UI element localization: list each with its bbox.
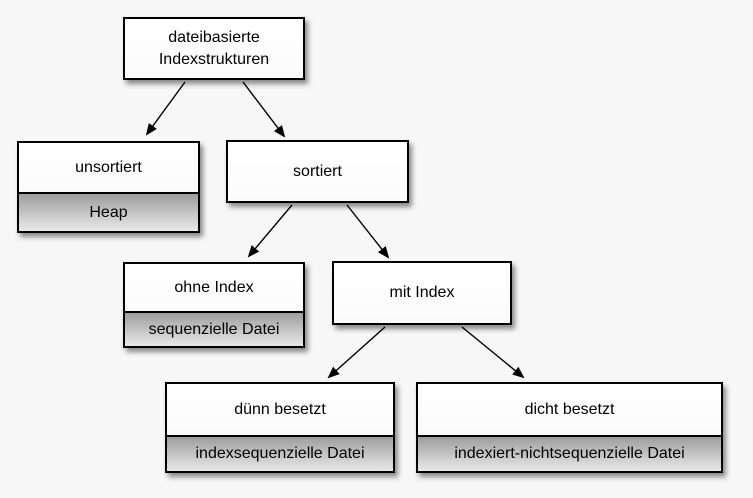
node-dicht-besetzt: dicht besetzt indexiert-nichtsequenziell… xyxy=(416,382,723,473)
node-label: sortiert xyxy=(228,142,407,201)
node-unsortiert: unsortiert Heap xyxy=(17,141,200,233)
node-sublabel: Heap xyxy=(19,192,198,231)
node-duenn-besetzt: dünn besetzt indexsequenzielle Datei xyxy=(165,382,395,473)
node-sublabel: indexiert-nichtsequenzielle Datei xyxy=(418,435,721,471)
node-sortiert: sortiert xyxy=(226,140,409,203)
edge-mit-index-dicht-besetzt xyxy=(461,326,525,379)
node-label: dicht besetzt xyxy=(418,384,721,435)
node-mit-index: mit Index xyxy=(332,261,512,325)
edge-mit-index-duenn-besetzt xyxy=(327,326,386,379)
node-dateibasierte-indexstrukturen: dateibasierte Indexstrukturen xyxy=(123,17,305,80)
node-label: mit Index xyxy=(334,263,510,323)
node-label: unsortiert xyxy=(19,143,198,192)
node-label: dateibasierte Indexstrukturen xyxy=(125,19,303,78)
node-sublabel: sequenzielle Datei xyxy=(125,311,303,346)
node-sublabel: indexsequenzielle Datei xyxy=(167,435,393,471)
edge-root-sortiert xyxy=(242,81,286,138)
node-label: ohne Index xyxy=(125,264,303,311)
edge-sortiert-mit-index xyxy=(346,204,390,259)
edge-sortiert-ohne-index xyxy=(247,204,293,258)
node-ohne-index: ohne Index sequenzielle Datei xyxy=(123,262,305,348)
edge-root-unsortiert xyxy=(145,81,186,136)
node-label: dünn besetzt xyxy=(167,384,393,435)
